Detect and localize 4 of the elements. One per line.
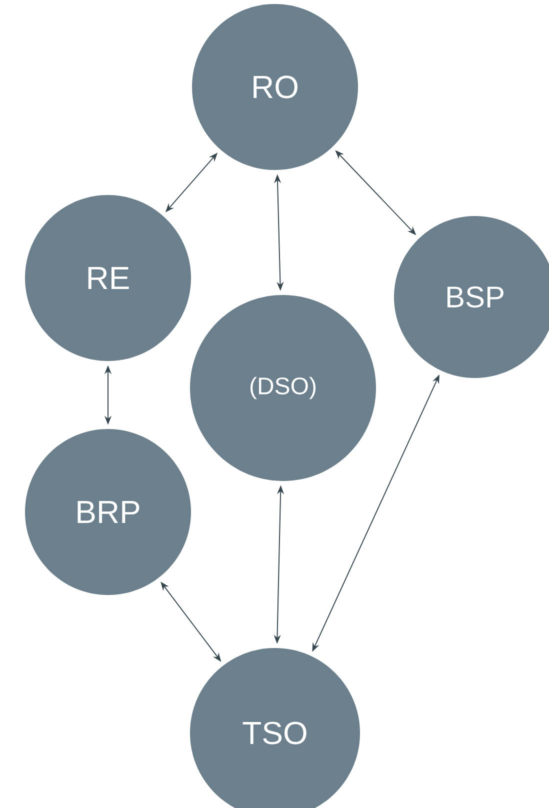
circle-node: (DSO) (190, 295, 376, 481)
circle-node: BRP (25, 429, 191, 595)
circle-node: RE (25, 195, 191, 361)
circle-node: RO (192, 4, 358, 170)
